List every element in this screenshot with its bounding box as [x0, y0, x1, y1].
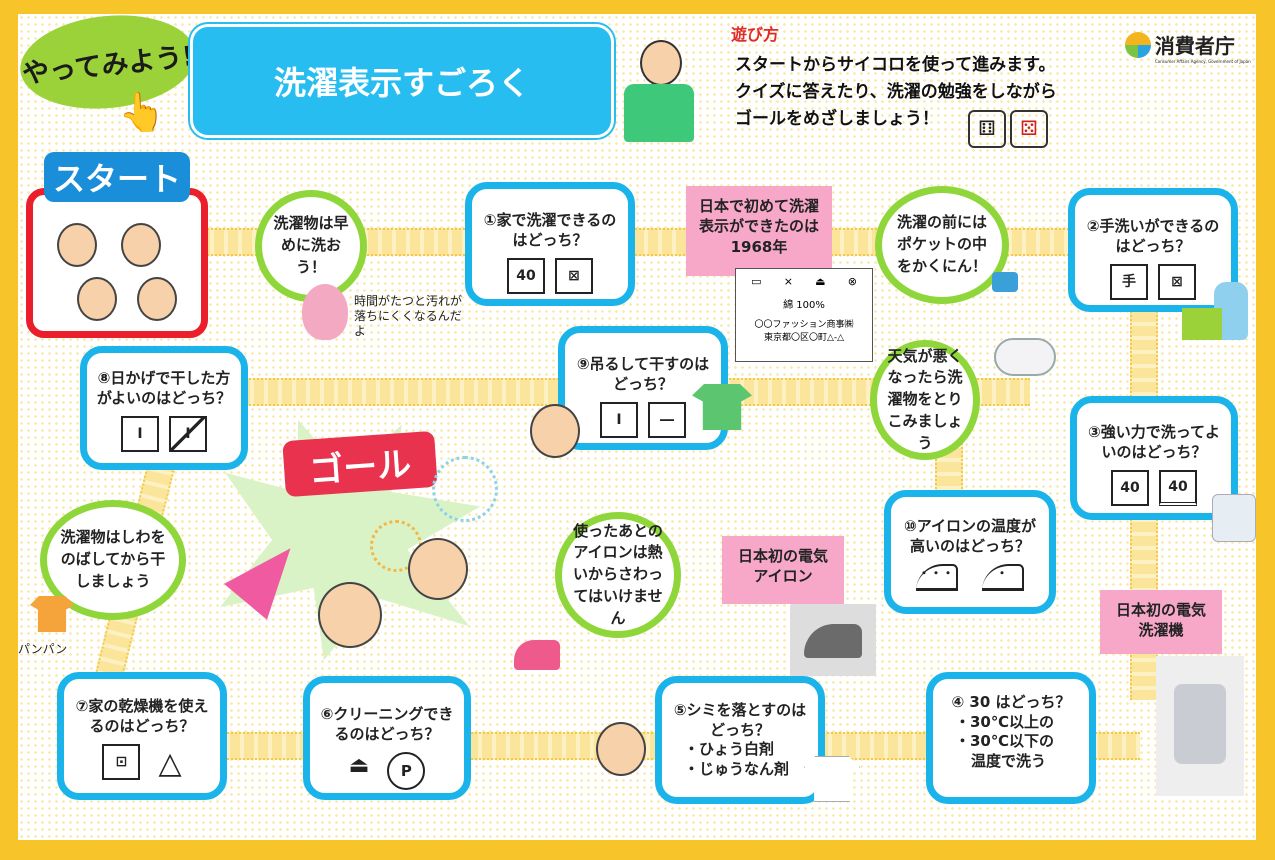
old-washer-photo-icon: [1156, 656, 1244, 796]
square-q4: ④ 30 はどっち？ ・30℃以上の ・30℃以下の 温度で洗う: [926, 672, 1096, 804]
flat-dry-icon: ―: [648, 402, 686, 438]
boy-cheering-icon: [318, 582, 382, 648]
triangle-icon: △: [158, 746, 182, 781]
circle-c3: 天気が悪くなったら洗濯物をとりこみましょう: [870, 340, 980, 460]
girl-cheering-icon: [408, 538, 468, 600]
child-face-icon: [77, 277, 117, 321]
iron-high-icon: ・・・: [916, 564, 958, 591]
title-text: 洗濯表示すごろく: [273, 64, 530, 102]
child-face-icon: [57, 223, 97, 267]
circle-c1: 洗濯物は早めに洗おう！: [255, 190, 367, 302]
washtub-40-icon: 40: [1111, 470, 1149, 506]
hand-wash-icon: 手: [1110, 264, 1148, 300]
old-iron-photo-icon: [790, 604, 876, 676]
note-first-label: 日本で初めて洗濯表示ができたのは1968年: [686, 186, 832, 276]
child-face-icon: [137, 277, 177, 321]
dice-icon-2: ⚄: [1010, 110, 1048, 148]
no-wash-icon: ⊠: [555, 258, 593, 294]
iron-hot-icon: [514, 640, 560, 670]
square-q6: ⑥クリーニングできるのはどっち？ ⏏P: [303, 676, 471, 800]
fireworks-icon: [432, 456, 498, 522]
square-q10: ⑩アイロンの温度が高いのはどっち？ ・・・・: [884, 490, 1056, 614]
howto-section: 遊び方 スタートからサイコロを使って進みます。 クイズに答えたり、洗濯の勉強をし…: [731, 25, 1057, 134]
logo: 消費者庁 Consumer Affairs Agency, Government…: [1125, 30, 1251, 64]
iron-low-icon: ・: [982, 564, 1024, 591]
no-wash-icon: ⊠: [1158, 264, 1196, 300]
circle-c2: 洗濯の前にはポケットの中をかくにん！: [875, 186, 1009, 304]
goal-label: ゴール: [282, 430, 438, 498]
howto-label: 遊び方: [731, 25, 780, 44]
square-q9: ⑨吊るして干すのはどっち？ Ⅰ―: [558, 326, 728, 450]
child-face-icon: [121, 223, 161, 267]
shade-line-dry-icon: Ⅰ: [169, 416, 207, 452]
note-first-iron: 日本初の電気アイロン: [722, 536, 844, 604]
professional-clean-icon: P: [387, 752, 426, 790]
pointing-hand-icon: 👆: [118, 90, 166, 134]
dice-icon: ⚅: [968, 110, 1006, 148]
washing-machine-icon: [1212, 494, 1256, 542]
square-q1: ①家で洗濯できるのはどっち？ 40⊠: [465, 182, 635, 306]
boy-thinking-icon: [530, 404, 580, 458]
rabbit-icon: [302, 284, 348, 340]
girl-thinking-icon: [596, 722, 646, 776]
howto-line-3: ゴールをめざしましょう！: [735, 109, 939, 130]
line-dry-icon: Ⅰ: [121, 416, 159, 452]
circle-c4: 使ったあとのアイロンは熱いからさわってはいけません: [555, 512, 681, 638]
note-first-washer: 日本初の電気洗濯機: [1100, 590, 1222, 654]
start-label: スタート: [44, 152, 190, 202]
circle-c5: 洗濯物はしわをのばしてから干しましょう: [40, 500, 186, 620]
square-q2: ②手洗いができるのはどっち？ 手⊠: [1068, 188, 1238, 312]
start-box: [26, 188, 208, 338]
page-title: 洗濯表示すごろく: [190, 24, 614, 138]
rain-cloud-icon: [994, 338, 1056, 376]
laundry-person-icon: [610, 40, 700, 150]
washtub-40-gentle-icon: 40: [1159, 470, 1197, 506]
square-q7: ⑦家の乾燥機を使えるのはどっち？ ⊡△: [57, 672, 227, 800]
care-label-card: ▭⨯⏏⊗ 綿 100% 〇〇ファッション商事㈱ 東京都〇区〇町△-△: [735, 268, 873, 362]
logo-mark-icon: [1125, 31, 1151, 58]
logo-subtext: Consumer Affairs Agency, Government of J…: [1155, 59, 1251, 64]
soap-box-icon: [1182, 308, 1222, 340]
howto-line-2: クイズに答えたり、洗濯の勉強をしながら: [735, 82, 1057, 103]
panpan-text: パンパン: [18, 642, 68, 656]
square-q5: ⑤シミを落とすのはどっち？ ・ひょう白剤 ・じゅうなん剤: [655, 676, 825, 804]
rabbit-speech: 時間がたつと汚れが落ちにくくなるんだよ: [354, 294, 463, 338]
tumble-dry-icon: ⊡: [102, 744, 141, 780]
howto-line-1: スタートからサイコロを使って進みます。: [735, 55, 1056, 75]
hang-dry-icon: Ⅰ: [600, 402, 638, 438]
logo-text: 消費者庁: [1154, 34, 1235, 58]
care-symbols-icon: ▭⨯⏏⊗: [751, 275, 857, 288]
washtub-40-icon: 40: [507, 258, 545, 294]
iron-icon: ⏏: [348, 753, 370, 778]
laundry-pin-icon: [992, 272, 1018, 292]
